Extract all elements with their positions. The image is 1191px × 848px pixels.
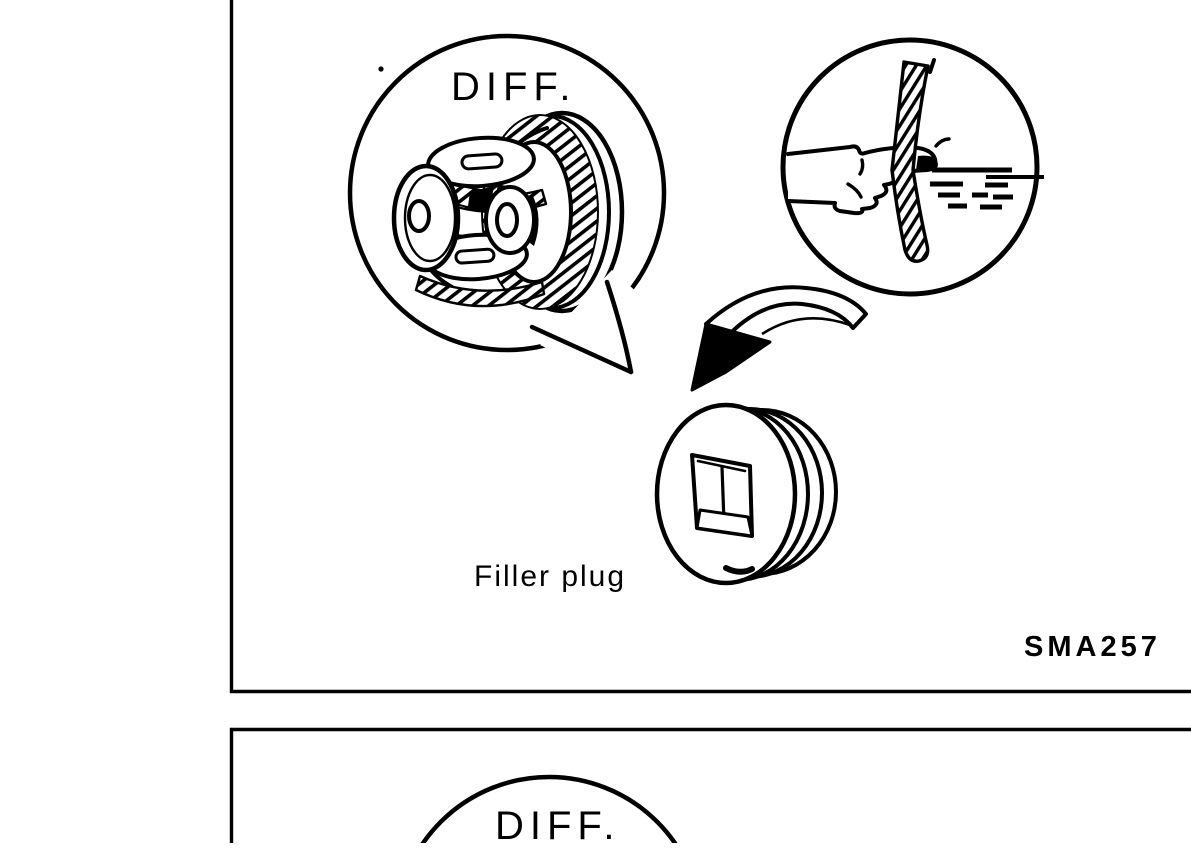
filler-plug-label: Filler plug (474, 562, 626, 592)
bottom-panel-border (232, 730, 1191, 844)
diff-bubble-label-top: DIFF. (451, 67, 577, 107)
unscrew-rotation-arrow-icon (692, 287, 866, 390)
filler-plug-icon (657, 405, 836, 583)
ink-speck (378, 66, 383, 71)
diff-bubble-label-bottom: DIFF. (495, 806, 621, 846)
oil-check-inset-icon (783, 40, 1044, 294)
figure-code: SMA257 (1024, 633, 1161, 662)
